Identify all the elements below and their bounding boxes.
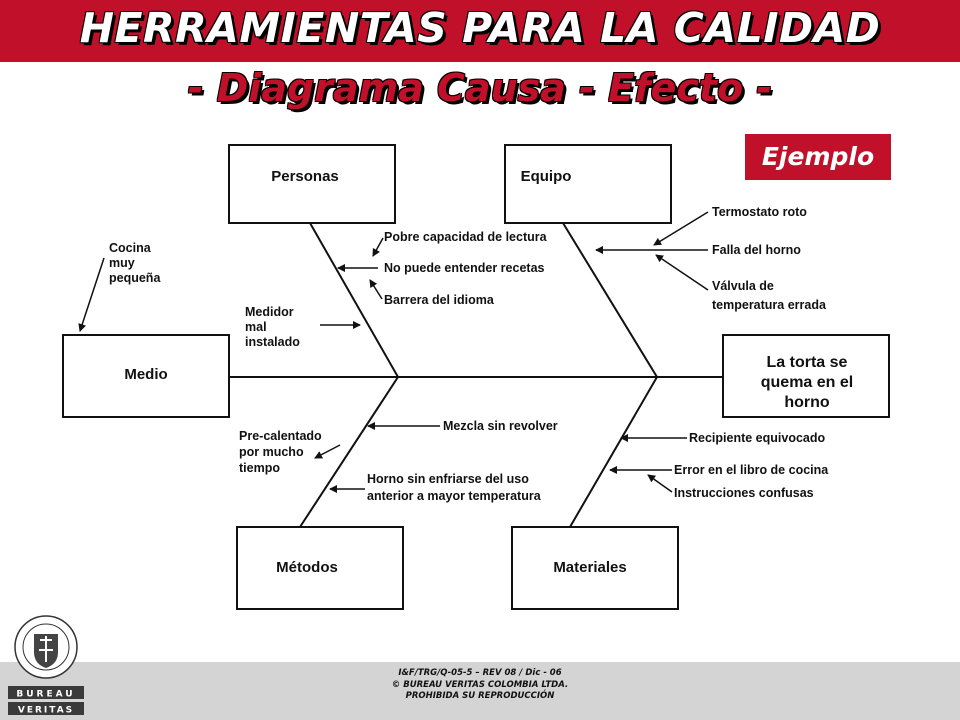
bone-metodos [299, 376, 399, 528]
effect-line-1: La torta se [767, 354, 848, 371]
footer-band [0, 662, 960, 720]
cause-error-libro: Error en el libro de cocina [674, 463, 829, 477]
cause-instrucciones: Instrucciones confusas [674, 486, 814, 500]
cause-recipiente: Recipiente equivocado [689, 431, 826, 445]
cause-precalentado-1: Pre-calentado [239, 429, 322, 443]
category-medio: Medio [124, 366, 167, 383]
cause-precalentado-2: por mucho [239, 445, 304, 459]
cause-medidor-3: instalado [245, 335, 300, 349]
box-metodos [236, 526, 404, 610]
category-equipo: Equipo [521, 168, 572, 185]
cause-falla-horno: Falla del horno [712, 243, 801, 257]
cause-no-puede: No puede entender recetas [384, 261, 545, 275]
cause-medidor-2: mal [245, 320, 267, 334]
cause-precalentado-3: tiempo [239, 461, 280, 475]
page-subtitle: - Diagrama Causa - Efecto - [187, 66, 773, 110]
footer-line-3: PROHIBIDA SU REPRODUCCIÓN [405, 691, 555, 701]
spine-lines [229, 222, 723, 528]
cause-termostato: Termostato roto [712, 205, 807, 219]
cause-horno-sin-1: Horno sin enfriarse del uso [367, 472, 529, 486]
category-materiales: Materiales [553, 559, 626, 576]
cause-medidor-1: Medidor [245, 305, 294, 319]
bureau-veritas-logo: BUREAU VERITAS [8, 615, 84, 716]
cause-mezcla: Mezcla sin revolver [443, 419, 558, 433]
logo-wordmark-top: BUREAU [16, 690, 75, 700]
bone-equipo [562, 222, 658, 378]
box-effect [722, 334, 890, 418]
arrow-valvula [655, 254, 709, 291]
effect-line-3: horno [784, 394, 830, 411]
bone-materiales [569, 376, 658, 528]
arrow-instrucciones [647, 474, 673, 493]
arrow-cocina [78, 257, 105, 332]
page-title: HERRAMIENTAS PARA LA CALIDAD [79, 4, 881, 52]
cause-horno-sin-2: anterior a mayor temperatura [367, 489, 542, 503]
header-band [0, 0, 960, 62]
arrow-precalentado [314, 444, 341, 459]
cause-pobre-capacidad: Pobre capacidad de lectura [384, 230, 548, 244]
cause-cocina-2: muy [109, 256, 135, 270]
cause-valvula-1: Válvula de [712, 279, 774, 293]
arrow-barrera [369, 279, 383, 300]
footer-line-1: I&F/TRG/Q-05-5 – REV 08 / Dic - 06 [398, 668, 562, 678]
box-medio [62, 334, 230, 418]
category-metodos: Métodos [276, 559, 338, 576]
effect-line-2: quema en el [761, 374, 853, 391]
cause-valvula-2: temperatura errada [712, 298, 827, 312]
box-personas [228, 144, 396, 224]
arrow-termostato [653, 211, 709, 246]
box-materiales [511, 526, 679, 610]
logo-wordmark-bottom: VERITAS [18, 706, 74, 716]
cause-barrera: Barrera del idioma [384, 293, 495, 307]
category-personas: Personas [271, 168, 339, 185]
bone-personas [309, 222, 399, 378]
cause-cocina-3: pequeña [109, 271, 161, 285]
cause-cocina-1: Cocina [109, 241, 152, 255]
example-badge: Ejemplo [745, 134, 891, 180]
box-equipo [504, 144, 672, 224]
cause-arrows [78, 211, 709, 493]
footer-text: I&F/TRG/Q-05-5 – REV 08 / Dic - 06 © BUR… [250, 668, 710, 703]
footer-line-2: © BUREAU VERITAS COLOMBIA LTDA. [391, 679, 569, 690]
arrow-pobre-capacidad [372, 237, 384, 257]
